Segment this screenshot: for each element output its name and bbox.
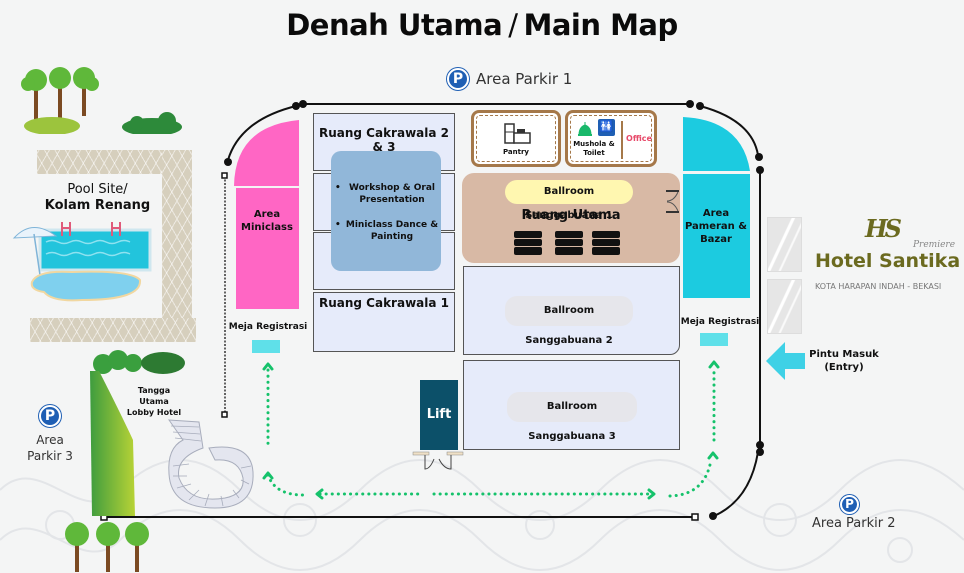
parking-3-line2: Parkir 3 bbox=[27, 449, 73, 463]
spiral-staircase-icon bbox=[167, 419, 254, 509]
mushola-toilet-office: 🚻 Mushola & Toilet Office bbox=[565, 110, 657, 167]
registration-desk-right-label: Meja Registrasi bbox=[680, 317, 760, 327]
bushes-icon bbox=[93, 350, 185, 374]
parking-area-3-label: Area Parkir 3 bbox=[20, 432, 80, 464]
green-wall-garden bbox=[90, 371, 135, 516]
parking-icon: P bbox=[39, 405, 61, 427]
workshop-activities-box: • Workshop & Oral Presentation • Minicla… bbox=[331, 151, 441, 271]
paving-tiles bbox=[30, 318, 196, 342]
kitchen-icon bbox=[504, 123, 531, 144]
activity-item: • Miniclass Dance & Painting bbox=[335, 219, 439, 243]
area-pameran-bazar bbox=[683, 117, 750, 298]
title-separator: / bbox=[508, 8, 518, 42]
pantry-room: Pantry bbox=[471, 110, 561, 167]
mosque-icon bbox=[578, 122, 592, 136]
stairs-label-line2: Utama bbox=[139, 397, 169, 406]
pameran-label-line3: Bazar bbox=[700, 234, 732, 245]
office-label: Office bbox=[626, 134, 652, 143]
stairs-label-line1: Tangga bbox=[137, 386, 171, 395]
ballroom-1-label: Ballroom Sanggabuana 1 bbox=[505, 180, 633, 221]
swimming-pool-icon bbox=[12, 222, 152, 302]
hotel-location: KOTA HARAPAN INDAH - BEKASI bbox=[815, 282, 942, 291]
glass-door-panel bbox=[767, 217, 802, 272]
entry-label-line1: Pintu Masuk bbox=[809, 349, 879, 360]
lift: Lift bbox=[420, 380, 458, 450]
ballroom-2-label: Ballroom Sanggabuana 2 bbox=[505, 296, 633, 346]
pantry-label: Pantry bbox=[502, 148, 529, 156]
parking-area-2-label: Area Parkir 2 bbox=[812, 516, 896, 531]
area-pameran-label: Area Pameran & Bazar bbox=[682, 207, 750, 246]
pool-label-line2: Kolam Renang bbox=[44, 198, 151, 213]
pool-label: Pool Site/ Kolam Renang bbox=[40, 182, 155, 214]
area-miniclass-label: Area Miniclass bbox=[233, 208, 301, 234]
trees-and-bushes bbox=[21, 67, 182, 134]
parking-area-1-label: Area Parkir 1 bbox=[476, 70, 573, 88]
trees-icon bbox=[65, 522, 149, 572]
ballroom-3-label: Ballroom Sanggabuana 3 bbox=[507, 392, 637, 442]
registration-desk-right bbox=[700, 333, 728, 346]
page-title: Denah Utama/Main Map bbox=[0, 8, 964, 42]
activity-item: • Workshop & Oral Presentation bbox=[335, 182, 439, 206]
divider bbox=[621, 121, 623, 159]
lift-door-icon bbox=[412, 451, 464, 470]
miniclass-label-line2: Miniclass bbox=[241, 222, 293, 233]
title-indonesian: Denah Utama bbox=[286, 8, 503, 42]
ruang-utama-label: Ruang Utama bbox=[521, 208, 621, 223]
miniclass-label-line1: Area bbox=[253, 209, 281, 220]
room-cakrawala-1 bbox=[313, 292, 455, 352]
pameran-label-line1: Area bbox=[702, 208, 730, 219]
mushola-toilet-label: Mushola & Toilet bbox=[573, 140, 615, 157]
entry-label: Pintu Masuk (Entry) bbox=[806, 348, 882, 374]
glass-door-panel bbox=[767, 279, 802, 334]
hotel-name: Hotel Santika bbox=[815, 250, 961, 272]
stairs-label-line3: Lobby Hotel bbox=[126, 408, 182, 417]
entry-label-line2: (Entry) bbox=[824, 362, 864, 373]
bullet-icon: • bbox=[335, 183, 341, 193]
paving-tiles bbox=[162, 150, 192, 320]
restroom-icon: 🚻 bbox=[598, 119, 615, 136]
registration-desk-left bbox=[252, 340, 280, 353]
registration-desk-left-label: Meja Registrasi bbox=[228, 322, 308, 332]
bullet-icon: • bbox=[335, 220, 341, 230]
activity-workshop: Workshop & Oral Presentation bbox=[349, 183, 435, 205]
pameran-label-line2: Pameran & bbox=[684, 221, 747, 232]
pool-label-line1: Pool Site/ bbox=[67, 182, 128, 197]
parking-3-line1: Area bbox=[36, 433, 64, 447]
hotel-monogram: HS bbox=[865, 214, 902, 243]
entry-arrow-icon bbox=[766, 342, 805, 380]
activity-miniclass: Miniclass Dance & Painting bbox=[345, 220, 439, 242]
hotel-tagline: Premiere bbox=[913, 240, 956, 250]
cakrawala-2-3-label: Ruang Cakrawala 2 & 3 bbox=[318, 126, 449, 154]
title-english: Main Map bbox=[523, 8, 678, 42]
area-miniclass bbox=[234, 120, 299, 309]
cakrawala-1-label: Ruang Cakrawala 1 bbox=[318, 296, 449, 310]
parking-icon: P bbox=[447, 68, 469, 90]
parking-icon: P bbox=[840, 495, 859, 514]
stairs-label: Tangga Utama Lobby Hotel bbox=[120, 385, 188, 418]
door-icon bbox=[666, 190, 679, 213]
